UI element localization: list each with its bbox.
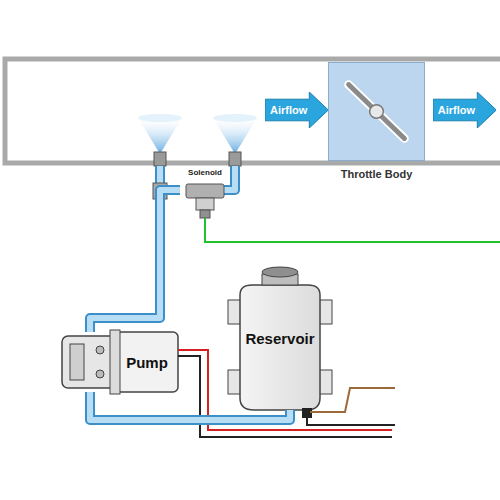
reservoir-label: Reservoir [245, 330, 314, 347]
butterfly-valve [329, 63, 424, 160]
water-pipe [90, 392, 290, 420]
water-pipe [90, 392, 290, 420]
spray-cone [138, 114, 182, 122]
pump: Pump [60, 332, 178, 392]
pump-motor [116, 332, 178, 392]
reservoir-tank [228, 267, 332, 418]
butterfly-valve [349, 85, 405, 139]
pump-label: Pump [126, 354, 168, 371]
pump-motor [110, 330, 120, 394]
pump-head [70, 344, 84, 380]
nozzle [154, 152, 241, 166]
water-pipe [90, 190, 180, 332]
nozzle [154, 152, 166, 166]
spray-cone [213, 118, 257, 154]
level-sensor-wire [310, 388, 395, 412]
solenoid: Solenoid [180, 168, 230, 232]
water-pipe [90, 190, 180, 332]
butterfly-valve [349, 85, 405, 139]
nozzle [229, 152, 241, 166]
spray-cone [213, 114, 257, 122]
control-wire [205, 218, 500, 242]
arrow-shape [433, 92, 496, 128]
airflow-arrow: Airflow [433, 92, 496, 128]
throttle-body-label: Throttle Body [329, 168, 424, 180]
reservoir: Reservoir [240, 290, 320, 410]
throttle-body: Throttle Body [328, 62, 425, 161]
reservoir-tank [240, 285, 320, 410]
pump-motor [110, 330, 178, 394]
pump-head [96, 346, 104, 354]
level-sensor-wire [310, 388, 395, 412]
solenoid-valve [200, 210, 210, 218]
solenoid-valve [186, 184, 224, 218]
control-wire [205, 218, 500, 242]
power-wire [307, 418, 395, 425]
spray-cone [138, 118, 182, 154]
airflow-arrow: Airflow [265, 92, 328, 128]
solenoid-label: Solenoid [188, 168, 222, 232]
pump-head [96, 370, 104, 378]
spray-cone [138, 114, 257, 154]
intake-duct [5, 59, 500, 163]
reservoir-tank [262, 267, 298, 277]
solenoid-valve [196, 198, 214, 210]
water-pipe [90, 392, 290, 420]
water-pipe [90, 190, 180, 332]
pump-head [62, 336, 116, 388]
solenoid-valve [186, 184, 224, 198]
pump-head [62, 336, 116, 388]
airflow-label: Airflow [438, 104, 475, 116]
airflow-label: Airflow [270, 104, 307, 116]
intake-duct [5, 59, 500, 163]
valve-shaft [370, 105, 384, 119]
arrow-shape [265, 92, 328, 128]
